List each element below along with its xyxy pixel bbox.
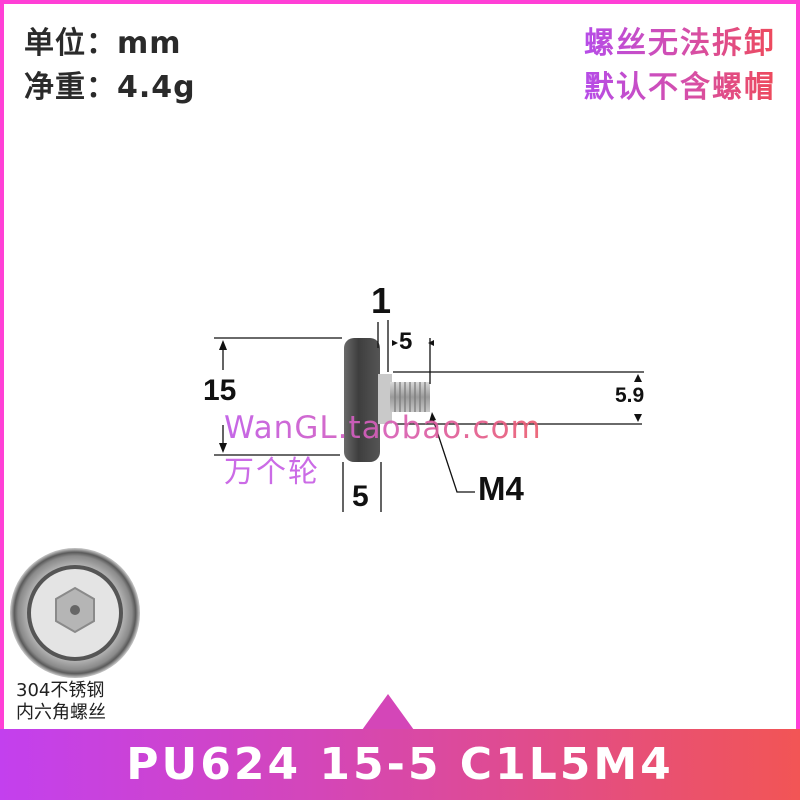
- dim-shaft-diameter: 5.9: [615, 384, 645, 407]
- dim-shoulder: 1: [371, 280, 392, 321]
- inset-caption-material: 304不锈钢: [16, 680, 105, 701]
- unit-label: 单位：mm: [24, 26, 182, 61]
- model-code: PU624 15-5 C1L5M4: [126, 739, 674, 790]
- dim-thread-size: M4: [478, 470, 524, 507]
- watermark-url: WanGL.taobao.com: [224, 410, 542, 446]
- hex-socket-screw-head-icon: [10, 548, 140, 678]
- note-screw-not-removable: 螺丝无法拆卸: [584, 18, 776, 62]
- shaft-shoulder: [378, 374, 392, 424]
- dim-thread-length: 5: [399, 328, 413, 355]
- watermark-name: 万个轮: [224, 455, 320, 490]
- note-nut-not-included: 默认不含螺帽: [584, 62, 776, 106]
- wheel-body: [344, 338, 380, 462]
- threaded-stud: [390, 382, 430, 412]
- model-banner: [0, 729, 800, 800]
- weight-label: 净重：4.4g: [24, 70, 196, 105]
- dim-wheel-width: 5: [352, 480, 369, 513]
- banner-notch: [362, 694, 414, 730]
- inset-caption-type: 内六角螺丝: [16, 702, 106, 723]
- dim-outer-diameter: 15: [203, 374, 237, 407]
